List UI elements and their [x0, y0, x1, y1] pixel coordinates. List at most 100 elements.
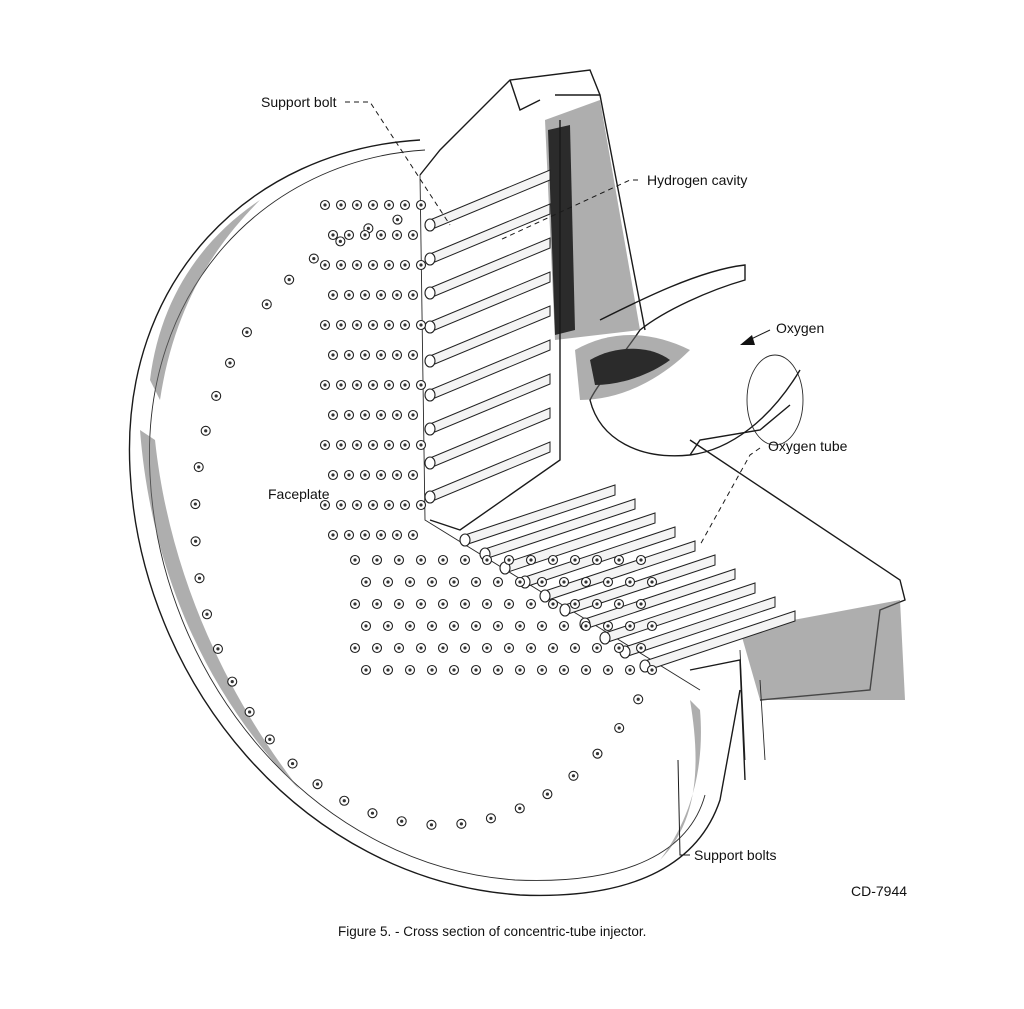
faceplate-hole [514, 576, 526, 588]
faceplate-hole [392, 214, 403, 225]
faceplate-hole [415, 642, 427, 654]
faceplate-hole [407, 349, 419, 361]
faceplate-hole [359, 409, 371, 421]
faceplate-hole [470, 620, 482, 632]
faceplate-hole [558, 576, 570, 588]
faceplate-hole [367, 499, 379, 511]
faceplate-hole [351, 259, 363, 271]
faceplate-hole [542, 789, 553, 800]
faceplate-hole [591, 598, 603, 610]
faceplate-hole [284, 274, 295, 285]
support-bolts-label: Support bolts [694, 847, 777, 863]
faceplate-hole [492, 620, 504, 632]
faceplate-hole [646, 576, 658, 588]
faceplate-hole [456, 818, 467, 829]
faceplate-hole [371, 642, 383, 654]
faceplate-hole [624, 664, 636, 676]
faceplate-hole [201, 609, 213, 620]
faceplate-hole [351, 439, 363, 451]
faceplate-hole [383, 199, 395, 211]
faceplate-hole [558, 664, 570, 676]
faceplate-hole [396, 816, 407, 827]
faceplate-hole [437, 642, 449, 654]
faceplate-hole [547, 554, 559, 566]
faceplate-hole [367, 808, 378, 819]
faceplate-hole [382, 576, 394, 588]
faceplate-hole [371, 554, 383, 566]
faceplate-hole [404, 664, 416, 676]
faceplate-hole [244, 706, 255, 717]
faceplate-hole [367, 379, 379, 391]
faceplate-hole [308, 253, 319, 264]
faceplate-hole [437, 554, 449, 566]
hydrogen-tube [424, 407, 551, 470]
faceplate-hole [525, 554, 537, 566]
faceplate-hole [633, 694, 644, 705]
hydrogen-cavity-tubes [424, 169, 551, 504]
faceplate-hole [407, 409, 419, 421]
faceplate-hole [391, 409, 403, 421]
faceplate-hole [635, 598, 647, 610]
faceplate-hole [437, 598, 449, 610]
faceplate-hole [415, 379, 427, 391]
faceplate-hole [624, 620, 636, 632]
faceplate-hole [602, 576, 614, 588]
faceplate-hole [580, 576, 592, 588]
faceplate-hole [343, 289, 355, 301]
hydrogen-cavity-label: Hydrogen cavity [647, 172, 748, 188]
faceplate-hole [558, 620, 570, 632]
faceplate-hole [393, 554, 405, 566]
faceplate-hole [349, 642, 361, 654]
faceplate-hole [569, 598, 581, 610]
faceplate-hole [569, 642, 581, 654]
hydrogen-cavity-leader [499, 179, 638, 241]
faceplate-hole [391, 229, 403, 241]
faceplate-hole [399, 319, 411, 331]
faceplate-hole [319, 499, 331, 511]
faceplate-hole [646, 620, 658, 632]
faceplate-hole [335, 379, 347, 391]
faceplate-hole [371, 598, 383, 610]
faceplate-hole [614, 722, 625, 734]
faceplate-hole [580, 620, 592, 632]
faceplate-hole [404, 576, 416, 588]
faceplate-hole [319, 259, 331, 271]
faceplate-hole [224, 357, 236, 368]
faceplate-hole [536, 620, 548, 632]
faceplate-hole [327, 469, 339, 481]
faceplate-hole [514, 664, 526, 676]
faceplate-hole [339, 795, 350, 806]
faceplate-hole [375, 529, 387, 541]
faceplate-hole [470, 664, 482, 676]
figure-code: CD-7944 [851, 883, 908, 899]
faceplate-hole [635, 554, 647, 566]
faceplate-hole [514, 803, 525, 814]
faceplate-hole [327, 529, 339, 541]
faceplate-hole [459, 554, 471, 566]
faceplate-hole [319, 319, 331, 331]
faceplate-hole [241, 327, 252, 338]
faceplate-hole [335, 236, 346, 247]
faceplate-hole [375, 289, 387, 301]
oxygen-tube [459, 484, 616, 547]
faceplate-hole [335, 259, 347, 271]
faceplate-hole [503, 598, 515, 610]
faceplate-hole [359, 469, 371, 481]
hydrogen-tube [424, 305, 551, 368]
faceplate-hole [367, 199, 379, 211]
faceplate-hole [360, 576, 372, 588]
faceplate-hole [525, 642, 537, 654]
faceplate-hole [399, 199, 411, 211]
faceplate-hole [399, 439, 411, 451]
faceplate-hole [426, 819, 437, 830]
faceplate-hole [591, 554, 603, 566]
faceplate-hole [343, 409, 355, 421]
faceplate-hole [319, 439, 331, 451]
faceplate-hole [343, 469, 355, 481]
faceplate-hole [383, 499, 395, 511]
faceplate-hole [503, 554, 515, 566]
faceplate-hole [327, 409, 339, 421]
faceplate-hole [212, 643, 224, 654]
faceplate-hole [613, 642, 625, 654]
faceplate-hole [547, 598, 559, 610]
